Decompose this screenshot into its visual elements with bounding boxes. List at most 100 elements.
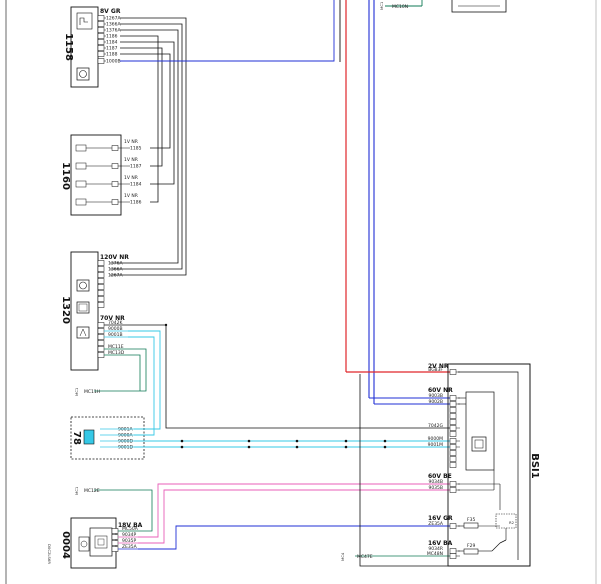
pin-terminal [97, 260, 105, 266]
pin-label-bsi1: 9001M [428, 442, 443, 448]
pin-terminal [97, 21, 105, 27]
pin-label-0004: 9034P [122, 532, 136, 538]
pin-terminal [449, 401, 457, 407]
pin-terminal [449, 369, 457, 375]
pin-terminal [111, 181, 119, 187]
pin-label-bsi1: 9035B [428, 485, 443, 491]
pin-terminal [449, 487, 457, 493]
pin-label-1320: 1366A [108, 267, 123, 273]
switch-icon [79, 17, 88, 25]
pin-label-bsi1: BG83F [428, 367, 443, 373]
pin-terminal [111, 528, 119, 534]
component-id-bsi1: BSI1 [529, 453, 540, 479]
pin-terminal [97, 302, 105, 308]
pin-terminal [449, 548, 457, 554]
pin-terminal [449, 481, 457, 487]
pin-label-1158: 1187 [106, 46, 118, 52]
ground-symbol-icon: MC1 [379, 1, 384, 10]
pin-terminal [97, 27, 105, 33]
component-1320: 1320 120V NR 70V NR 1376A1366A1267A7042K… [60, 251, 129, 371]
pin-terminal [111, 534, 119, 540]
ground-label-mc10n: MC10N [392, 4, 408, 10]
ground-label-mc12e: MC12E [84, 488, 100, 494]
pin-label-bsi1: 9000M [428, 436, 443, 442]
pin-label-1158: 1366A [106, 22, 121, 28]
fuse-f29-icon [463, 548, 479, 555]
pin-terminal [111, 163, 119, 169]
pin-terminal [97, 278, 105, 284]
pin-terminal [111, 199, 119, 205]
pin-terminal [449, 438, 457, 444]
connector-label-bsi1: 60V NR [428, 387, 453, 394]
sensor-icon [76, 326, 90, 339]
pin-terminal [97, 272, 105, 278]
connector-label-1320-top: 120V NR [100, 254, 129, 261]
connector-label-bsi1: 16V BA [428, 540, 453, 547]
pin-label-1158: 1188 [106, 52, 118, 58]
module-icon [94, 535, 108, 549]
connector-label-1160: 1V NR [124, 193, 138, 199]
motor-icon [79, 70, 87, 78]
pin-terminal [97, 33, 105, 39]
component-id-1160: 1160 [60, 162, 71, 190]
connector-label-bsi1: 2V NR [428, 363, 449, 370]
pin-terminal [97, 58, 105, 64]
wire-label-1160: 1187 [130, 164, 142, 170]
pin-label-bsi1: 9034B [428, 479, 443, 485]
ground-symbol-icon: MC1 [74, 387, 79, 396]
pin-label-1320: 9001B [108, 332, 123, 338]
pin-label-1158: 1186 [106, 34, 118, 40]
speaker-icon [83, 429, 95, 445]
wire-label-1160: 1186 [130, 200, 142, 206]
top-partial-component: MC1 MC10N [339, 0, 507, 404]
pin-label-bsi1: 9002B [428, 399, 443, 405]
pin-label-78: 9001A [118, 427, 133, 433]
pin-label-1320: 1267A [108, 273, 123, 279]
pin-terminal [111, 546, 119, 552]
pin-terminal [97, 15, 105, 21]
pin-label-1320: 1376A [108, 261, 123, 267]
pin-terminal [449, 462, 457, 468]
relay-label-r2: R2 [509, 520, 515, 525]
component-0004: 0004 18V BA D0C2LS6R MC50A9034P9035PZE35… [47, 517, 143, 569]
connector-label-1160: 1V NR [124, 175, 138, 181]
wiring-lines: MC1 MC11H MC1 MC12E MC4 MC47E [74, 0, 450, 561]
pin-label-1320: MC11E [108, 344, 124, 350]
component-id-1320: 1320 [60, 296, 71, 324]
pin-terminal [97, 290, 105, 296]
pin-label-0004: MC50A [122, 526, 139, 532]
pin-terminal [97, 322, 105, 328]
pin-terminal [449, 450, 457, 456]
module-icon [471, 436, 487, 452]
footer-code: D0C2LS6R [47, 544, 52, 564]
connector-label-1160: 1V NR [124, 157, 138, 163]
component-1158: 1158 8V GR 1267A1366A1376A11861184118711… [63, 6, 121, 88]
pin-terminal [97, 296, 105, 302]
connector-label-1158: 8V GR [100, 8, 121, 15]
pin-label-bsi1: 9034R [428, 546, 443, 552]
pin-terminal [97, 39, 105, 45]
pin-label-1320: MC13D [108, 350, 125, 356]
pin-terminal [111, 145, 119, 151]
pin-label-0004: ZE35A [122, 544, 138, 550]
pin-terminal [97, 352, 105, 358]
pin-label-78: 9001D [118, 445, 133, 451]
pin-terminal [449, 413, 457, 419]
pin-label-78: 9000D [118, 439, 133, 445]
pin-terminal [97, 334, 105, 340]
fuse-label-f29: F29 [467, 543, 475, 549]
connector-label-0004: 18V BA [118, 522, 143, 529]
component-id-0004: 0004 [60, 531, 71, 559]
pin-label-1158: 1267A [106, 16, 121, 22]
pin-terminal [449, 407, 457, 413]
pin-terminal [97, 284, 105, 290]
pin-terminal [449, 431, 457, 437]
fuse-label-f35: F35 [467, 517, 475, 523]
fuse-f35-icon [463, 522, 479, 529]
pin-label-1320: 9000B [108, 326, 123, 332]
pin-label-0004: 9035P [122, 538, 136, 544]
